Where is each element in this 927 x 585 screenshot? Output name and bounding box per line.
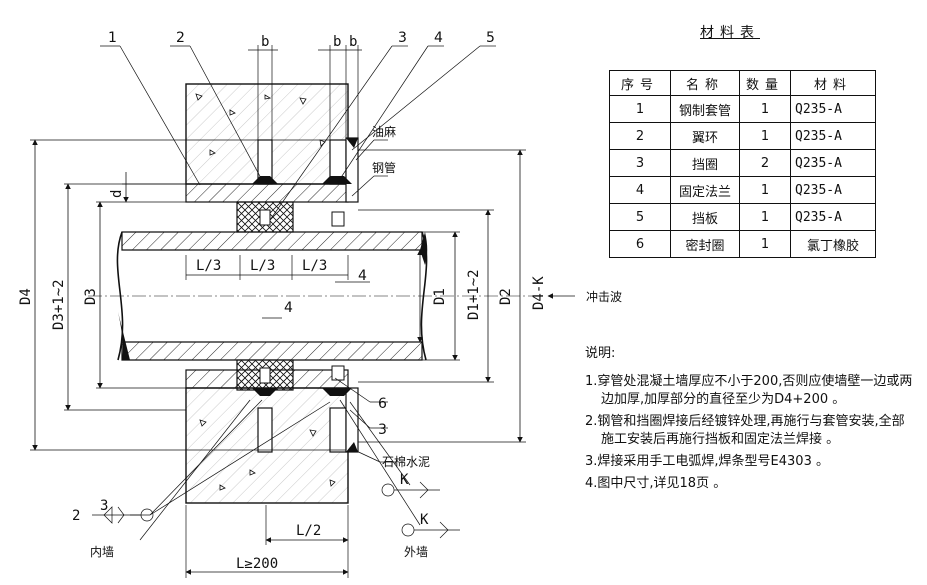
callout-4: 4 bbox=[434, 30, 443, 46]
leader-lines bbox=[100, 45, 496, 541]
table-row: 4 固定法兰 1 Q235-A bbox=[609, 176, 876, 204]
table-cell: 1 bbox=[739, 230, 791, 258]
dim-d4: D4 bbox=[18, 288, 34, 305]
table-cell: 2 bbox=[609, 122, 671, 150]
dim-d3-tol: D3+1~2 bbox=[51, 279, 67, 330]
table-cell: 挡板 bbox=[670, 203, 740, 231]
table-cell: Q235-A bbox=[790, 95, 876, 123]
table-cell: 翼环 bbox=[670, 122, 740, 150]
notes-section: 说明: 1.穿管处混凝土墙厚应不小于200,否则应使墙壁一边或两边加厚,加厚部分… bbox=[585, 345, 915, 497]
table-row: 1 钢制套管 1 Q235-A bbox=[609, 95, 876, 123]
table-cell: 5 bbox=[609, 203, 671, 231]
table-row: 5 挡板 1 Q235-A bbox=[609, 203, 876, 231]
table-cell: 4 bbox=[609, 176, 671, 204]
table-cell: 1 bbox=[739, 176, 791, 204]
asbestos-cement-label: 石棉水泥 bbox=[382, 455, 430, 469]
table-cell: Q235-A bbox=[790, 176, 876, 204]
callout-6: 6 bbox=[378, 396, 387, 412]
note-item: 4.图中尺寸,详见18页 。 bbox=[585, 476, 727, 491]
table-cell: 1 bbox=[739, 95, 791, 123]
weld-beads bbox=[252, 138, 358, 452]
b-label-3: b bbox=[349, 34, 357, 50]
table-cell: Q235-A bbox=[790, 122, 876, 150]
outer-wall-label: 外墙 bbox=[404, 545, 428, 559]
callout-1: 1 bbox=[108, 30, 117, 46]
callout-2: 2 bbox=[176, 30, 185, 46]
oil-hemp-label: 油麻 bbox=[372, 124, 396, 139]
callout-4-lower: 4 bbox=[284, 300, 293, 316]
dim-d1: D1 bbox=[432, 288, 448, 305]
table-cell: 氯丁橡胶 bbox=[790, 230, 876, 258]
dim-d2: D2 bbox=[498, 288, 514, 305]
wall-lower bbox=[185, 387, 349, 504]
table-cell: 1 bbox=[739, 203, 791, 231]
dim-d1-tol: D1+1~2 bbox=[466, 269, 482, 320]
callout-3-lower: 3 bbox=[378, 422, 387, 438]
weld-symbols bbox=[92, 481, 460, 539]
dimension-lines bbox=[30, 45, 575, 578]
dim-l3-1: L/3 bbox=[196, 258, 221, 274]
inner-wall-label: 内墙 bbox=[90, 545, 114, 559]
note-item: 2.钢管和挡圈焊接后经镀锌处理,再施行与套管安装,全部施工安装后再施行挡板和固定… bbox=[585, 414, 905, 447]
table-row: 2 翼环 1 Q235-A bbox=[609, 122, 876, 150]
table-cell: 密封圈 bbox=[670, 230, 740, 258]
dim-l2: L/2 bbox=[296, 523, 321, 539]
table-header: 名称 bbox=[670, 70, 740, 96]
notes-title: 说明: bbox=[585, 346, 616, 361]
weld-size-3: 3 bbox=[100, 498, 108, 514]
table-header: 数量 bbox=[739, 70, 791, 96]
shock-wave-label: 冲击波 bbox=[586, 289, 622, 304]
table-cell: 1 bbox=[739, 122, 791, 150]
dim-lmin: L≥200 bbox=[236, 556, 278, 572]
table-cell: Q235-A bbox=[790, 149, 876, 177]
table-header-row: 序号 名称 数量 材料 bbox=[609, 70, 876, 96]
dim-d-small: d bbox=[109, 190, 125, 198]
table-cell: 钢制套管 bbox=[670, 95, 740, 123]
note-item: 3.焊接采用手工电弧焊,焊条型号E4303 。 bbox=[585, 454, 829, 469]
weld-size-2: 2 bbox=[72, 508, 80, 524]
table-row: 6 密封圈 1 氯丁橡胶 bbox=[609, 230, 876, 258]
table-cell: 1 bbox=[609, 95, 671, 123]
table-header: 材料 bbox=[790, 70, 876, 96]
table-cell: 2 bbox=[739, 149, 791, 177]
table-cell: 固定法兰 bbox=[670, 176, 740, 204]
note-item: 1.穿管处混凝土墙厚应不小于200,否则应使墙壁一边或两边加厚,加厚部分的直径至… bbox=[585, 374, 913, 407]
table-cell: 挡圈 bbox=[670, 149, 740, 177]
dim-l3-2: L/3 bbox=[250, 258, 275, 274]
material-table: 序号 名称 数量 材料 1 钢制套管 1 Q235-A 2 翼环 1 Q235-… bbox=[609, 70, 876, 258]
callout-labels: 1 2 3 4 5 6 3 4 4 b b b 油麻 钢管 石棉水泥 冲击波 内… bbox=[18, 30, 622, 572]
sealing-ring bbox=[236, 201, 294, 391]
table-cell: 3 bbox=[609, 149, 671, 177]
dim-l3-3: L/3 bbox=[302, 258, 327, 274]
callout-5: 5 bbox=[486, 30, 495, 46]
table-cell: 6 bbox=[609, 230, 671, 258]
material-table-title: 材料表 bbox=[700, 25, 760, 41]
weld-k-1: K bbox=[400, 472, 409, 488]
callout-3: 3 bbox=[398, 30, 407, 46]
callout-4-mid: 4 bbox=[358, 268, 367, 284]
table-header: 序号 bbox=[609, 70, 671, 96]
b-label-2: b bbox=[333, 34, 341, 50]
dim-d4-k: D4-K bbox=[531, 276, 547, 310]
steel-pipe bbox=[116, 231, 428, 361]
b-label-1: b bbox=[261, 34, 269, 50]
steel-pipe-label: 钢管 bbox=[372, 160, 396, 175]
table-cell: Q235-A bbox=[790, 203, 876, 231]
weld-k-2: K bbox=[420, 512, 429, 528]
dim-d3: D3 bbox=[83, 288, 99, 305]
table-row: 3 挡圈 2 Q235-A bbox=[609, 149, 876, 177]
